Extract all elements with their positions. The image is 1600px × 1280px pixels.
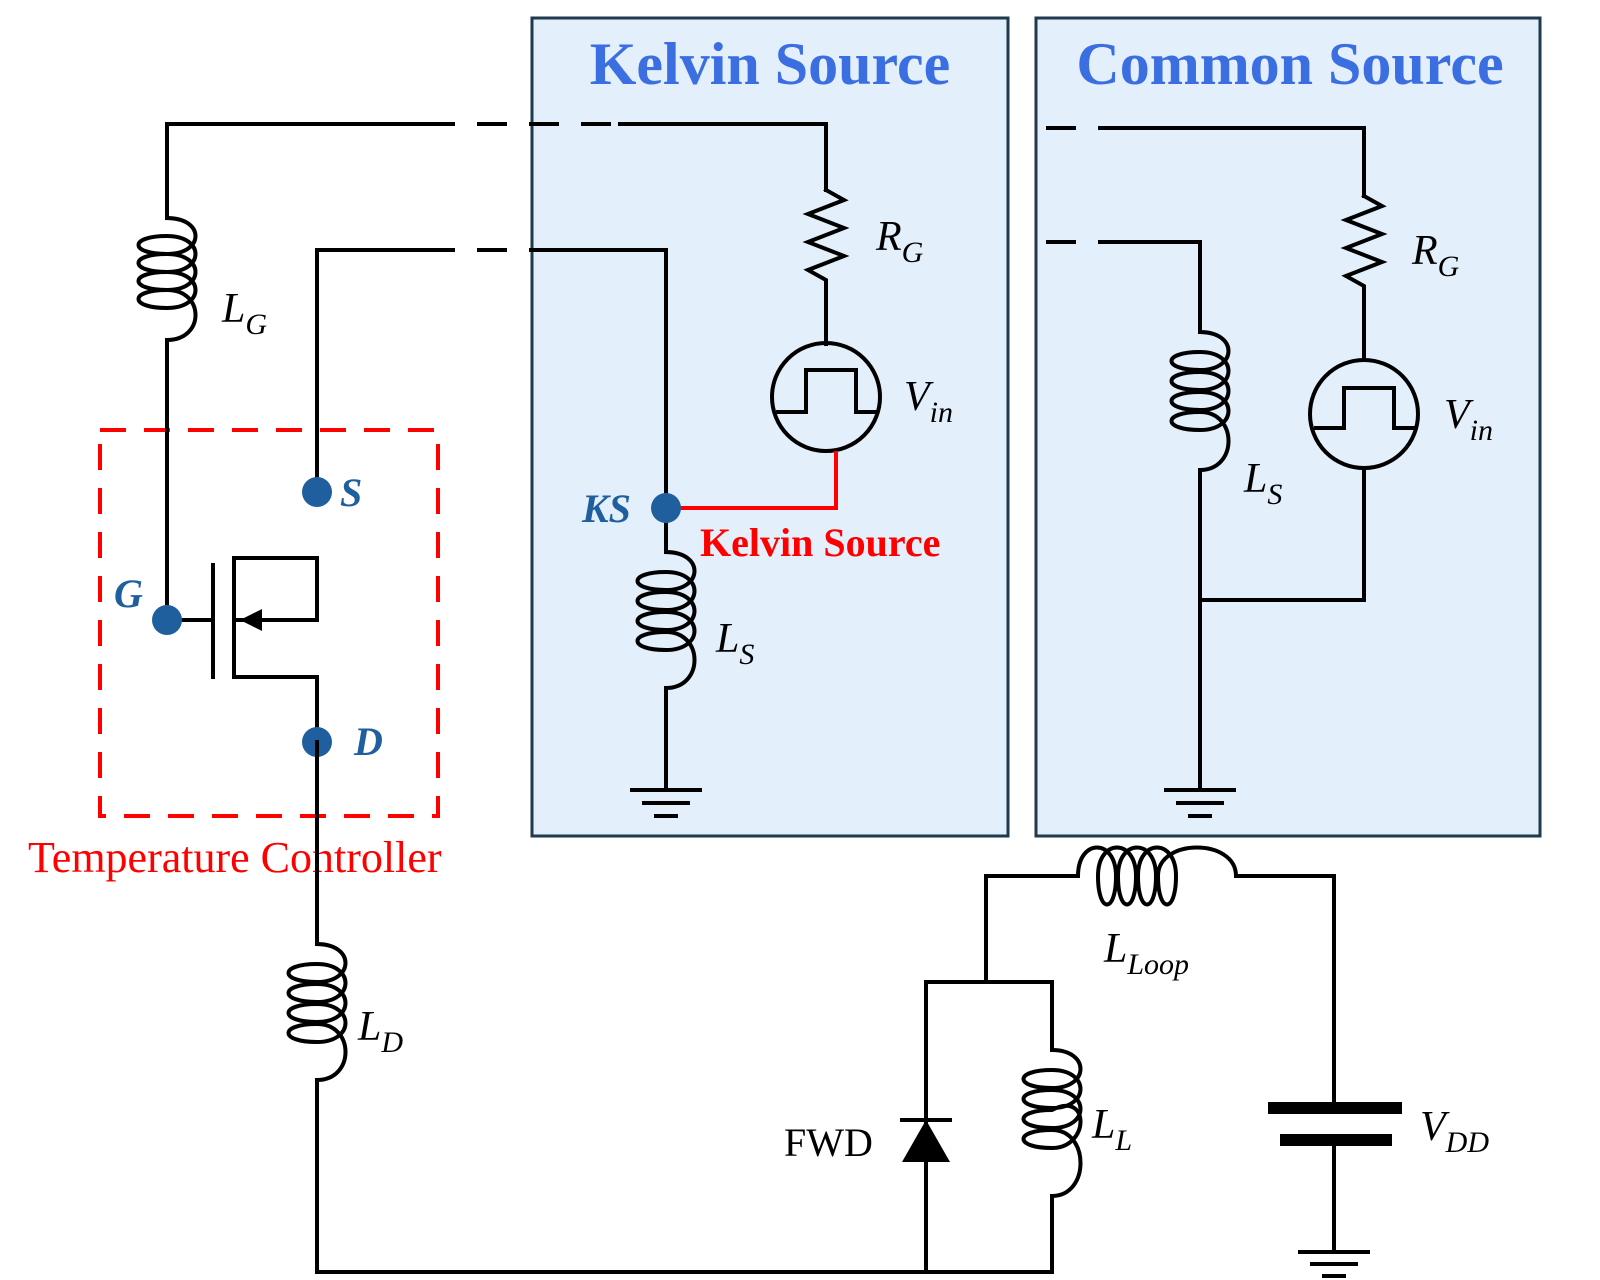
kelvin-source-connection [666, 451, 838, 510]
drain-inductor-LD [286, 941, 348, 1102]
kelvin-source-panel [530, 16, 1010, 838]
common-source-wire [1128, 240, 1202, 334]
fwd-diode-icon [900, 1118, 952, 1162]
label-LL: LL [1091, 1102, 1132, 1157]
label-LD: LD [357, 1004, 403, 1059]
common-gate-path [1128, 126, 1388, 362]
kelvin-source-wire [558, 248, 668, 554]
pin-G-label: G [114, 571, 143, 616]
label-VDD: VDD [1420, 1104, 1489, 1159]
pin-D-label: D [353, 719, 383, 764]
pin-KS-label: KS [581, 486, 631, 531]
label-Vin-kelvin: Vin [904, 374, 953, 429]
vdd-capacitor-icon [1268, 1102, 1402, 1254]
kelvin-source-path-label: Kelvin Source [700, 520, 940, 565]
loop-inductor-LLoop [1075, 845, 1239, 907]
vdd-ground-icon [1298, 1250, 1370, 1278]
kelvin-inductor-LS [635, 549, 697, 792]
gate-wire [165, 122, 620, 622]
common-vin-source [1198, 358, 1420, 602]
kelvin-ground-icon [630, 788, 702, 818]
kelvin-gate-path [618, 122, 850, 346]
label-FWD: FWD [784, 1120, 873, 1165]
gate-inductor-LG [136, 215, 198, 376]
kelvin-source-title: Kelvin Source [590, 31, 951, 97]
pin-S-dot [302, 477, 332, 507]
label-Vin-common: Vin [1444, 392, 1493, 447]
label-LS-kelvin: LS [715, 616, 754, 671]
label-LG: LG [221, 286, 267, 341]
label-RG-kelvin: RG [875, 214, 924, 269]
label-LS-common: LS [1243, 456, 1282, 511]
pin-G-dot [152, 605, 182, 635]
mosfet-symbol [165, 556, 319, 744]
common-ground-icon [1164, 788, 1236, 818]
label-RG-common: RG [1411, 228, 1460, 283]
common-source-panel [1034, 16, 1542, 838]
common-inductor-LS [1169, 329, 1231, 792]
load-inductor-LL [1021, 1047, 1083, 1199]
loop-wire [984, 874, 1336, 1102]
bottom-return-wire [315, 1098, 1054, 1274]
pin-S-label: S [340, 470, 362, 515]
pin-KS-dot [651, 493, 681, 523]
temperature-controller-label: Temperature Controller [28, 833, 442, 882]
temperature-controller-box [98, 428, 440, 818]
label-LLoop: LLoop [1103, 926, 1189, 981]
common-source-title: Common Source [1076, 31, 1503, 97]
source-wire [315, 248, 560, 494]
